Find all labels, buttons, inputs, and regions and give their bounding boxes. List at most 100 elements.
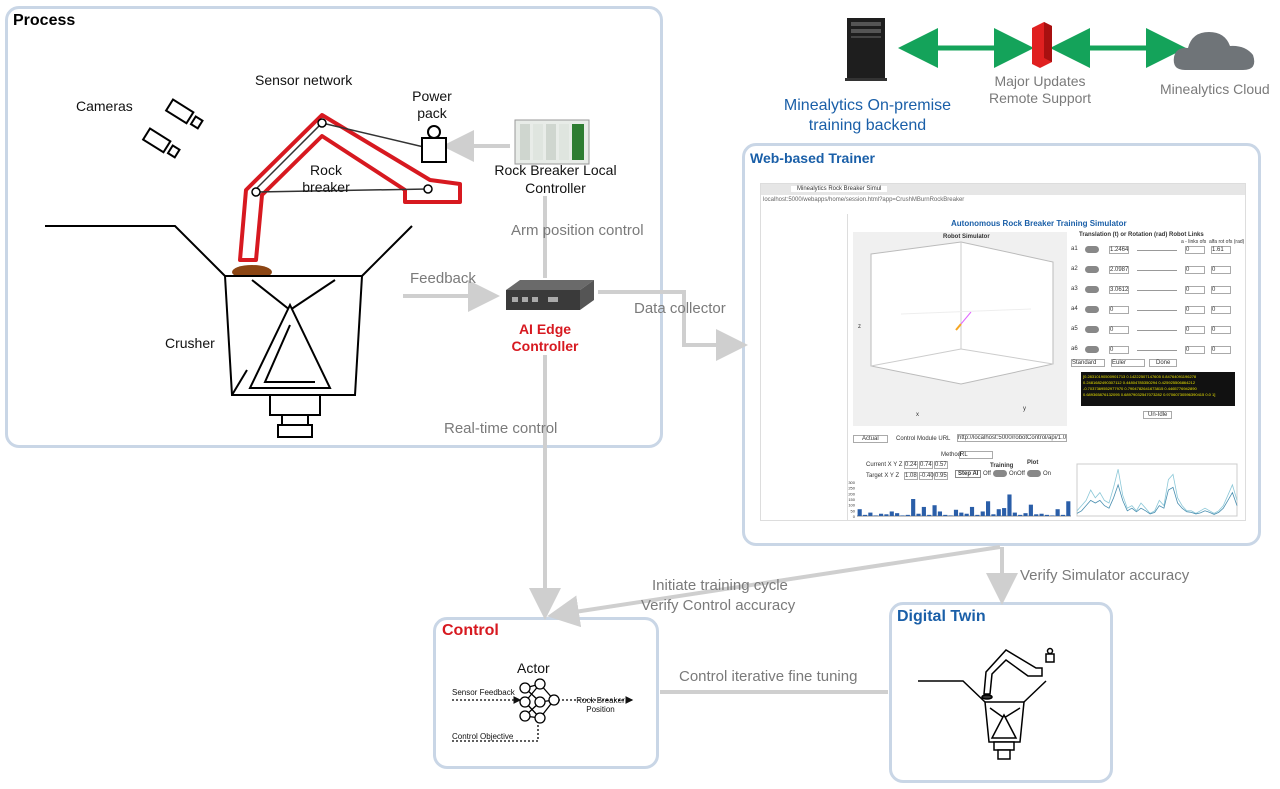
control-objective-label: Control Objective <box>452 732 514 741</box>
bar <box>975 514 980 516</box>
actual-button[interactable]: Actual <box>853 435 888 443</box>
sensor-network-label: Sensor network <box>255 72 353 88</box>
bar-y-tick: 200 <box>848 491 855 496</box>
browser-tab[interactable]: Minealytics Rock Breaker Simul <box>791 186 888 192</box>
joint-toggle[interactable] <box>1085 286 1099 293</box>
bar <box>1012 512 1017 516</box>
bar <box>884 514 889 516</box>
joint-slider[interactable] <box>1137 310 1177 311</box>
edge-controller-icon <box>506 280 594 310</box>
joint-name: a6 <box>1071 346 1078 352</box>
crusher-drawing <box>45 225 413 438</box>
joint-toggle[interactable] <box>1085 326 1099 333</box>
console-button[interactable]: Un-Idle <box>1143 411 1173 419</box>
target-y[interactable]: -0.40 <box>919 472 934 480</box>
cloud-label: Minealytics Cloud <box>1160 81 1270 97</box>
bar <box>873 515 878 516</box>
bar <box>900 515 905 516</box>
joint-a-offset[interactable]: 0 <box>1185 346 1205 354</box>
select-euler[interactable]: Euler <box>1111 359 1145 367</box>
joint-alpha-offset[interactable]: 1.61 <box>1211 246 1231 254</box>
joint-value[interactable]: 3.0612 <box>1109 286 1129 294</box>
done-button[interactable]: Done <box>1149 359 1178 367</box>
joint-alpha-offset[interactable]: 0 <box>1211 286 1231 294</box>
trainer-screenshot: Minealytics Rock Breaker Simul localhost… <box>760 183 1246 521</box>
joint-slider[interactable] <box>1137 270 1177 271</box>
bar <box>1044 514 1049 516</box>
step-ai-button[interactable]: Step AI <box>955 470 982 478</box>
bar <box>1028 504 1033 516</box>
training-label: Training <box>990 463 1014 469</box>
sim-title: Autonomous Rock Breaker Training Simulat… <box>951 219 1127 228</box>
control-module-url[interactable]: http://localhost:5000/robotControl/api/1… <box>957 434 1067 442</box>
sensor-feedback-label: Sensor Feedback <box>452 688 515 697</box>
a-header: a - links ofs <box>1181 239 1207 245</box>
joint-value[interactable]: 1.2464 <box>1109 246 1129 254</box>
bar <box>959 512 964 516</box>
bar <box>868 512 873 516</box>
trainer-title: Web-based Trainer <box>750 150 876 166</box>
joint-value[interactable]: 0 <box>1109 326 1129 334</box>
select-standard[interactable]: Standard <box>1071 359 1105 367</box>
training-toggle[interactable] <box>993 470 1007 477</box>
control-module-label: Control Module URL <box>896 436 951 442</box>
current-z[interactable]: 0.57 <box>934 461 948 469</box>
plot-label: Plot <box>1027 460 1039 466</box>
method-select[interactable]: RL <box>959 451 993 459</box>
joint-name: a3 <box>1071 286 1078 292</box>
rock-breaker-label: Rock breaker <box>302 162 350 195</box>
bar-y-tick: 250 <box>848 486 855 491</box>
joint-slider[interactable] <box>1137 330 1177 331</box>
link-header: Translation (t) or Rotation (rad) Robot … <box>1079 232 1204 238</box>
joint-toggle[interactable] <box>1085 306 1099 313</box>
joint-value[interactable]: 0 <box>1109 306 1129 314</box>
joint-value[interactable]: 2.0987 <box>1109 266 1129 274</box>
app-frame <box>847 214 1244 520</box>
console-text: [0.28310190500901713 0.14222507147605 0.… <box>1083 374 1216 397</box>
joint-a-offset[interactable]: 0 <box>1185 326 1205 334</box>
bar <box>895 513 900 516</box>
digital-twin-drawing <box>918 647 1055 760</box>
joint-name: a2 <box>1071 266 1078 272</box>
bar <box>862 514 868 516</box>
plot-toggle[interactable] <box>1027 470 1041 477</box>
joint-name: a4 <box>1071 306 1078 312</box>
target-x[interactable]: 1.08 <box>904 472 918 480</box>
browser-tabbar <box>761 184 1245 195</box>
joint-slider[interactable] <box>1137 350 1177 351</box>
joint-slider[interactable] <box>1137 290 1177 291</box>
joint-a-offset[interactable]: 0 <box>1185 306 1205 314</box>
bar <box>1060 514 1066 516</box>
bar <box>986 501 991 516</box>
joint-toggle[interactable] <box>1085 346 1099 353</box>
bar <box>1066 501 1071 516</box>
target-z[interactable]: 0.95 <box>934 472 948 480</box>
joint-alpha-offset[interactable]: 0 <box>1211 266 1231 274</box>
joint-alpha-offset[interactable]: 0 <box>1211 326 1231 334</box>
joint-a-offset[interactable]: 0 <box>1185 246 1205 254</box>
firewall-icon <box>1032 22 1052 68</box>
bar <box>1050 515 1055 516</box>
bar-y-tick: 0 <box>853 514 856 519</box>
joint-alpha-offset[interactable]: 0 <box>1211 306 1231 314</box>
joint-name: a5 <box>1071 326 1078 332</box>
current-y[interactable]: 0.74 <box>919 461 933 469</box>
robot-sim-axes <box>870 241 1054 385</box>
cameras-label: Cameras <box>76 98 133 114</box>
bar <box>905 514 910 516</box>
joint-value[interactable]: 0 <box>1109 346 1129 354</box>
joint-alpha-offset[interactable]: 0 <box>1211 346 1231 354</box>
joint-toggle[interactable] <box>1085 246 1099 253</box>
joint-slider[interactable] <box>1137 250 1177 251</box>
line-chart-frame <box>1076 463 1238 517</box>
browser-url[interactable]: localhost:5000/webapps/home/session.html… <box>763 197 965 203</box>
joint-a-offset[interactable]: 0 <box>1185 266 1205 274</box>
alpha-header: alfa rot ofs (rad) <box>1209 239 1245 245</box>
server-icon <box>845 18 887 81</box>
joint-a-offset[interactable]: 0 <box>1185 286 1205 294</box>
bar <box>932 505 937 516</box>
current-x[interactable]: 0.24 <box>904 461 918 469</box>
updates-label: Major Updates Remote Support <box>989 73 1091 106</box>
joint-toggle[interactable] <box>1085 266 1099 273</box>
